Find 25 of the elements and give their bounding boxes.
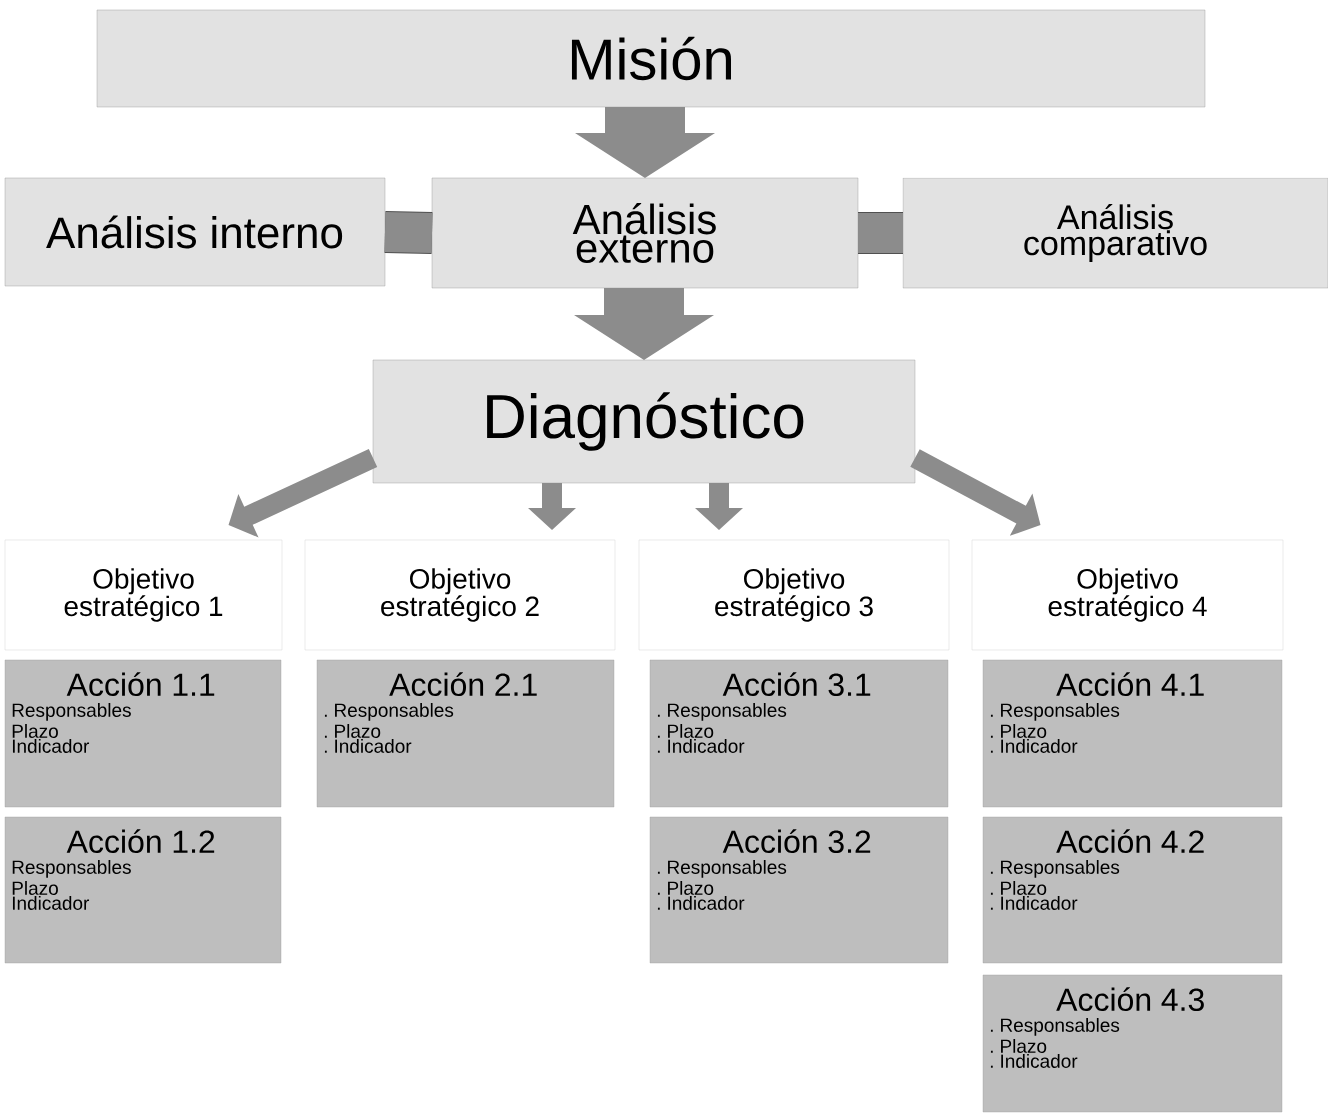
action-box: Acción 4.1 . Responsables . Plazo . Indicador	[982, 659, 1283, 808]
action-box: Acción 3.1 . Responsables . Plazo . Indicador	[649, 659, 949, 808]
arrow	[575, 107, 715, 178]
connector-bar	[384, 211, 433, 254]
arrow	[228, 448, 378, 538]
connector-bar	[858, 212, 903, 254]
objective-box: Objetivo estratégico 4	[971, 539, 1284, 651]
analysis-box: Análisis interno	[4, 177, 386, 287]
objective-box: Objetivo estratégico 2	[304, 539, 616, 651]
action-box: Acción 4.2 . Responsables . Plazo . Indicador	[982, 816, 1283, 964]
action-box: Acción 1.2 Responsables Plazo Indicador	[4, 816, 282, 964]
objective-box: Objetivo estratégico 3	[638, 539, 950, 651]
diagnosis-box: Diagnóstico	[372, 359, 916, 484]
action-box: Acción 3.2 . Responsables . Plazo . Indicador	[649, 816, 949, 964]
arrow	[528, 483, 576, 530]
objective-box: Objetivo estratégico 1	[4, 539, 283, 651]
analysis-box: Análisis externo	[431, 177, 859, 289]
arrow	[910, 449, 1041, 536]
arrow	[574, 288, 714, 360]
analysis-box: Análisis comparativo	[902, 177, 1328, 289]
action-box: Acción 1.1 Responsables Plazo Indicador	[4, 659, 282, 808]
title-box: Misión	[96, 9, 1206, 108]
arrow	[695, 483, 743, 530]
action-box: Acción 2.1 . Responsables . Plazo . Indicador	[316, 659, 615, 808]
action-box: Acción 4.3 . Responsables . Plazo . Indicador	[982, 974, 1283, 1113]
